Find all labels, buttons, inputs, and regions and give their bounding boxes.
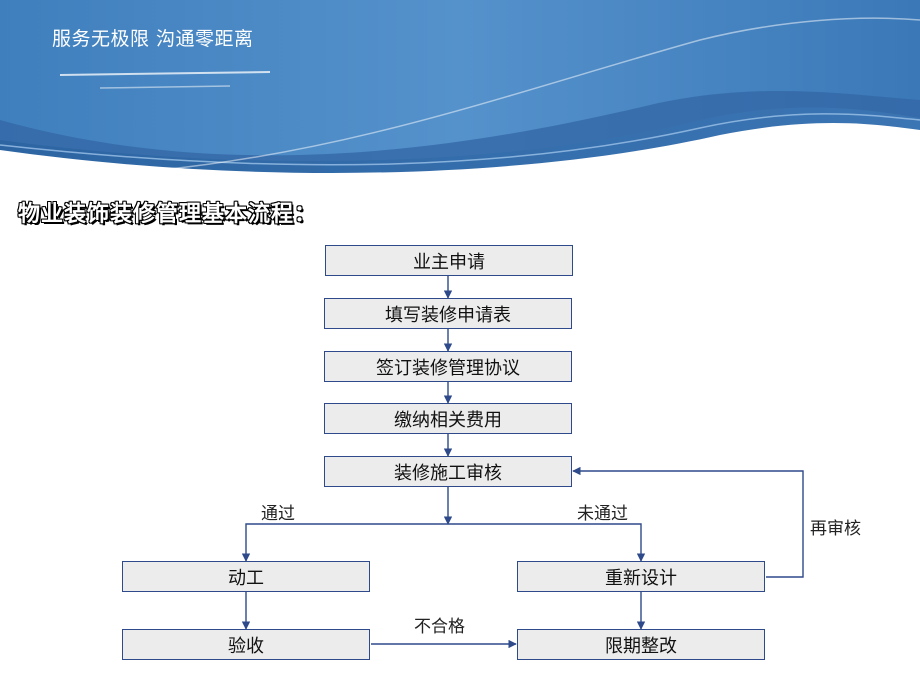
label-re-review: 再审核 xyxy=(810,519,861,539)
slogan: 服务无极限 沟通零距离 xyxy=(52,28,254,50)
step-owner-apply: 业主申请 xyxy=(325,245,573,276)
step-fill-application-form: 填写装修申请表 xyxy=(324,298,572,329)
step-pay-fees: 缴纳相关费用 xyxy=(324,403,572,434)
step-redesign: 重新设计 xyxy=(517,561,765,592)
step-start-work: 动工 xyxy=(122,561,370,592)
label-fail-review: 未通过 xyxy=(577,504,628,524)
arrow-redesign-to-review xyxy=(572,466,804,578)
step-rectify-deadline: 限期整改 xyxy=(517,629,765,660)
page-title: 物业装饰装修管理基本流程： xyxy=(18,202,318,227)
arrow-split-to-redesign xyxy=(448,523,646,562)
step-sign-agreement: 签订装修管理协议 xyxy=(324,351,572,382)
label-pass: 通过 xyxy=(261,504,295,524)
label-unqualified: 不合格 xyxy=(414,617,465,637)
step-inspection: 验收 xyxy=(122,629,370,660)
header-banner xyxy=(0,0,920,192)
step-construction-review: 装修施工审核 xyxy=(324,456,572,487)
arrow-split-to-start xyxy=(241,523,448,562)
